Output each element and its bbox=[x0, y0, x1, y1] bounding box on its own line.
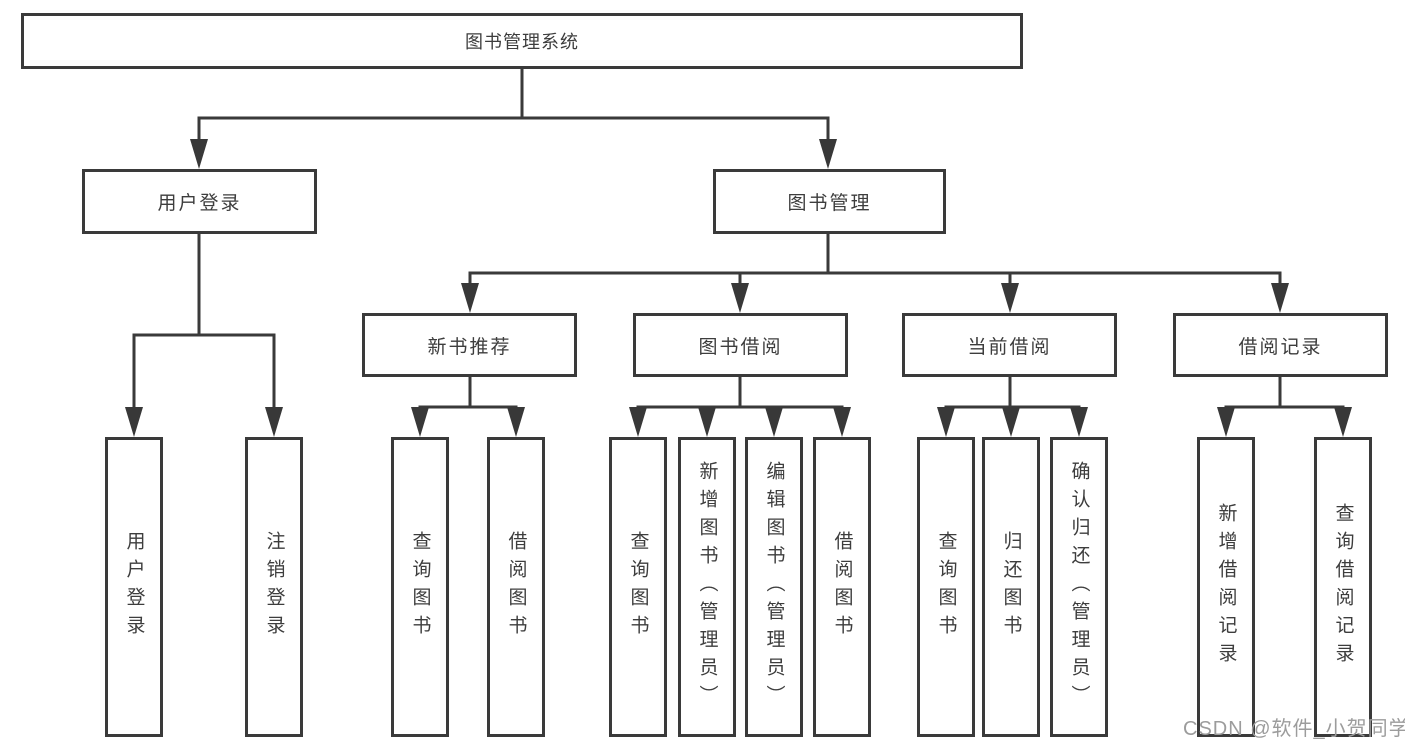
node-label: 查询图书 bbox=[935, 531, 957, 643]
node-library-system: 图书管理系统 bbox=[21, 13, 1023, 69]
node-new-book-recommendation: 新书推荐 bbox=[362, 313, 577, 377]
node-label: 查询图书 bbox=[409, 531, 431, 643]
node-label: 新书推荐 bbox=[427, 336, 512, 358]
leaf-query-books-current: 查询图书 bbox=[917, 437, 975, 737]
leaf-user-login: 用户登录 bbox=[105, 437, 163, 737]
leaf-edit-book-admin: 编辑图书（管理员） bbox=[745, 437, 803, 737]
node-label: 借阅图书 bbox=[505, 531, 527, 643]
node-label: 用户登录 bbox=[123, 531, 145, 643]
node-label: 确认归还（管理员） bbox=[1068, 461, 1090, 713]
arrowheads bbox=[125, 139, 1352, 437]
node-current-borrowing: 当前借阅 bbox=[902, 313, 1117, 377]
node-label: 新增图书（管理员） bbox=[696, 461, 718, 713]
node-label: 用户登录 bbox=[157, 193, 242, 214]
leaf-borrow-books-recommend: 借阅图书 bbox=[487, 437, 545, 737]
leaf-logout: 注销登录 bbox=[245, 437, 303, 737]
leaf-return-book: 归还图书 bbox=[982, 437, 1040, 737]
node-label: 图书借阅 bbox=[698, 336, 783, 358]
node-book-management: 图书管理 bbox=[713, 169, 946, 234]
node-label: 新增借阅记录 bbox=[1215, 503, 1237, 671]
leaf-confirm-return-admin: 确认归还（管理员） bbox=[1050, 437, 1108, 737]
node-label: 图书管理系统 bbox=[465, 32, 579, 52]
leaf-query-books-recommend: 查询图书 bbox=[391, 437, 449, 737]
node-borrowing-records: 借阅记录 bbox=[1173, 313, 1388, 377]
node-label: 归还图书 bbox=[1000, 531, 1022, 643]
node-label: 查询借阅记录 bbox=[1332, 503, 1354, 671]
leaf-borrow-books-borrowing: 借阅图书 bbox=[813, 437, 871, 737]
node-label: 当前借阅 bbox=[967, 336, 1052, 358]
leaf-query-books-borrowing: 查询图书 bbox=[609, 437, 667, 737]
node-label: 借阅图书 bbox=[831, 531, 853, 643]
node-user-login: 用户登录 bbox=[82, 169, 317, 234]
node-label: 图书管理 bbox=[787, 193, 872, 214]
node-label: 注销登录 bbox=[263, 531, 285, 643]
node-book-borrowing: 图书借阅 bbox=[633, 313, 848, 377]
node-label: 查询图书 bbox=[627, 531, 649, 643]
leaf-add-borrow-record: 新增借阅记录 bbox=[1197, 437, 1255, 737]
csdn-watermark: CSDN @软件_小贺同学 bbox=[1183, 718, 1405, 740]
leaf-query-borrow-record: 查询借阅记录 bbox=[1314, 437, 1372, 737]
node-label: 借阅记录 bbox=[1238, 336, 1323, 358]
node-label: 编辑图书（管理员） bbox=[763, 461, 785, 713]
leaf-add-book-admin: 新增图书（管理员） bbox=[678, 437, 736, 737]
